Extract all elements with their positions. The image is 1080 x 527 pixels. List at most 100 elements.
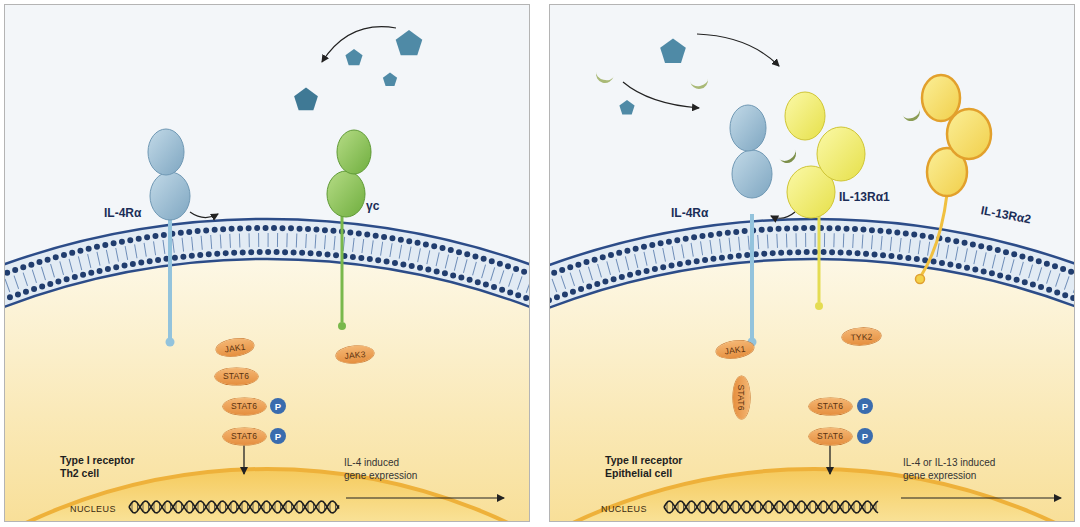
- lipid-heads: [549, 252, 1075, 522]
- nucleus-label: NUCLEUS: [70, 504, 116, 514]
- dimerization-arrow: [190, 212, 218, 218]
- binding-arrow: [697, 34, 779, 66]
- right-panel-art: [549, 4, 1075, 522]
- cell-panel: Type I receptor Th2 cellJAK1JAK3STAT6STA…: [4, 4, 530, 522]
- protein-label: STAT6: [736, 384, 746, 410]
- receptor-label: IL-4Rα: [104, 206, 141, 220]
- receptor-tail: [916, 275, 925, 284]
- protein-label: STAT6: [817, 431, 843, 441]
- jak-kinase: JAK3: [335, 344, 374, 364]
- lipid-heads: [549, 228, 1075, 522]
- stat-protein: STAT6: [733, 376, 750, 419]
- receptor-domain: [148, 129, 184, 175]
- cell-membrane: [4, 219, 530, 522]
- dna-helix: [664, 501, 878, 513]
- receptor-domain: [337, 130, 371, 174]
- cell-membrane: [549, 219, 1075, 522]
- il13-ligand: [779, 150, 799, 167]
- il4-ligand: [619, 100, 634, 114]
- cell-panel: Type II receptor Epithelial cell JAK1 TYK2…: [549, 4, 1075, 522]
- stat-protein: STAT6: [223, 428, 266, 445]
- dna-helix: [129, 501, 339, 513]
- gene-expression-note: IL-4 induced gene expression: [344, 456, 424, 482]
- left-panel-art: [4, 4, 530, 522]
- jak-kinase: JAK1: [715, 338, 755, 360]
- protein-label: STAT6: [231, 401, 257, 411]
- tyk-kinase: TYK2: [841, 326, 881, 345]
- expression-arrow: [901, 497, 1061, 498]
- cell-type-caption: Type II receptor Epithelial cell: [605, 454, 697, 480]
- dna-helix: [664, 501, 878, 513]
- lipid-heads: [4, 228, 530, 522]
- phosphate-label: P: [862, 431, 868, 442]
- receptor-tail: [338, 322, 346, 330]
- receptor-tail: [166, 338, 175, 347]
- dna-helix: [129, 501, 339, 513]
- signal-arrow: [243, 446, 244, 475]
- nucleus-label: NUCLEUS: [601, 504, 647, 514]
- receptor-tail: [815, 302, 823, 310]
- phosphate-dot: P: [857, 398, 873, 414]
- lipid-tails: [4, 240, 530, 522]
- protein-label: JAK1: [724, 343, 746, 356]
- receptor-domain: [150, 172, 190, 220]
- dimerization-arrow: [771, 212, 795, 218]
- receptor-stalk: [921, 194, 947, 276]
- protein-label: TYK2: [850, 330, 873, 341]
- il4-ligand: [660, 39, 686, 63]
- stat-protein: STAT6: [809, 398, 852, 415]
- cytoplasm: [549, 259, 1075, 522]
- il4-ligand: [345, 49, 362, 65]
- protein-label: JAK1: [224, 341, 246, 354]
- phosphate-dot: P: [270, 398, 286, 414]
- receptor-stalk: [341, 212, 344, 322]
- phosphate-dot: P: [270, 428, 286, 444]
- receptor-domain: [817, 127, 865, 181]
- dna-helix: [664, 501, 878, 513]
- receptor-domain: [730, 105, 766, 151]
- panel-border: [550, 5, 1075, 522]
- il4-ligand: [383, 73, 397, 87]
- protein-label: JAK3: [344, 348, 366, 360]
- expression-arrow: [346, 497, 504, 498]
- phosphate-label: P: [275, 401, 281, 412]
- lipid-tails: [549, 240, 1075, 522]
- gene-expression-note: IL-4 or IL-13 induced gene expression: [903, 456, 1011, 482]
- cell-type-caption: Type I receptor Th2 cell: [60, 454, 152, 480]
- panel-border: [5, 5, 530, 522]
- nucleus-region: NUCLEUS: [44, 474, 494, 518]
- binding-arrow: [623, 82, 699, 108]
- phosphate-label: P: [862, 401, 868, 412]
- il13-ligand: [594, 72, 614, 85]
- jak-kinase: JAK1: [215, 336, 255, 358]
- stat-protein: STAT6: [223, 398, 266, 415]
- receptor-label: IL-13Rα1: [839, 190, 890, 204]
- binding-arrow: [322, 27, 396, 62]
- receptor-label: IL-13Rα2: [980, 203, 1032, 226]
- il4-ligand: [396, 30, 423, 55]
- receptor-domain: [922, 75, 960, 121]
- receptor-domain: [785, 92, 825, 140]
- il13-ligand: [903, 109, 923, 124]
- receptor-domain: [732, 150, 772, 198]
- dna-helix: [129, 501, 339, 513]
- stat-protein: STAT6: [809, 428, 852, 445]
- protein-label: STAT6: [817, 401, 843, 411]
- signal-arrow: [829, 446, 830, 475]
- stat-protein: STAT6: [215, 368, 258, 385]
- receptor-domain: [327, 171, 365, 217]
- receptor-stalk: [750, 214, 754, 338]
- receptor-stalk: [168, 216, 172, 338]
- receptor-label: γc: [366, 199, 379, 213]
- il13-ligand: [690, 78, 709, 90]
- right-panel-art: [29, 4, 1080, 527]
- protein-label: STAT6: [223, 371, 249, 381]
- il4-ligand: [294, 88, 318, 111]
- phosphate-label: P: [275, 431, 281, 442]
- receptor-stalk: [818, 212, 821, 302]
- cytoplasm: [4, 259, 530, 522]
- phosphate-dot: P: [857, 428, 873, 444]
